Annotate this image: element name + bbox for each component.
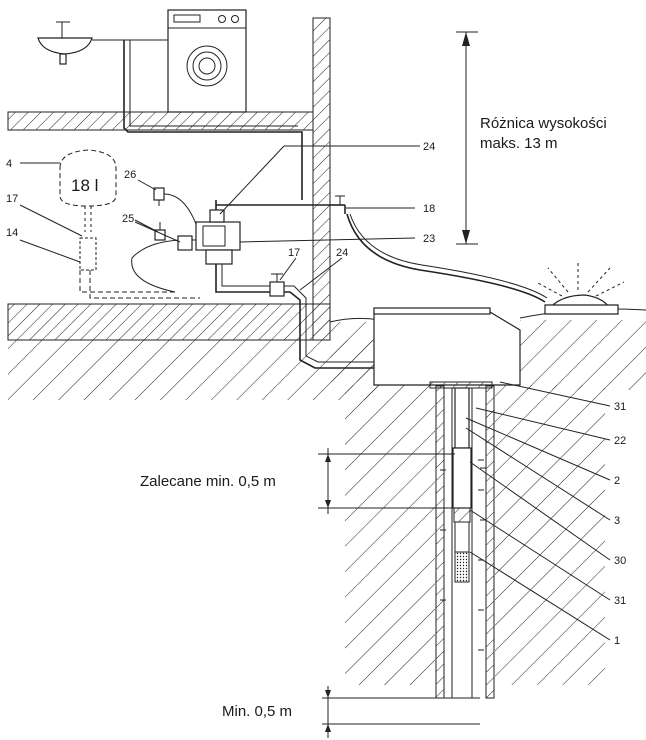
earth-hatch-left <box>8 340 380 400</box>
callout-22: 22 <box>614 435 626 447</box>
sprinkler-icon <box>535 262 625 315</box>
upper-floor-slab <box>7 111 314 131</box>
pump-unit-icon <box>195 205 241 265</box>
callout-17-upper: 17 <box>6 193 18 205</box>
callout-1: 1 <box>614 635 620 647</box>
callout-26: 26 <box>124 169 136 181</box>
height-difference-max-label: maks. 13 m <box>480 135 558 152</box>
ground-floor-slab <box>7 303 331 341</box>
tank-volume-label: 18 l <box>71 176 98 195</box>
callout-31-upper: 31 <box>614 401 626 413</box>
callout-30: 30 <box>614 555 626 567</box>
callout-31-lower: 31 <box>614 595 626 607</box>
callout-3: 3 <box>614 515 620 527</box>
pipe-upper-run <box>123 40 303 200</box>
recommended-min-label: Zalecane min. 0,5 m <box>140 473 276 490</box>
filter-25-icon <box>154 222 193 251</box>
callout-18: 18 <box>423 203 435 215</box>
part-26-icon <box>153 187 197 225</box>
garden-hose <box>346 213 546 303</box>
well-casing <box>435 385 495 699</box>
valve-17-lower-icon <box>269 273 285 297</box>
earth-hatch-right <box>520 320 646 390</box>
washing-machine-icon <box>167 9 247 113</box>
callout-leaders <box>19 145 611 641</box>
submersible-pump-icon <box>452 387 472 583</box>
recommended-dimension <box>318 448 455 514</box>
pressure-hose <box>131 239 197 293</box>
well-housing <box>373 307 521 389</box>
washbasin-icon <box>37 21 170 65</box>
callout-25: 25 <box>122 213 134 225</box>
earth-hatch-well-left <box>345 385 435 685</box>
callout-23: 23 <box>423 233 435 245</box>
earth-hatch-mid <box>330 322 380 382</box>
ground-surface-left <box>329 317 381 323</box>
pressure-tank-icon: 18 l <box>59 149 200 299</box>
building-wall <box>312 17 331 341</box>
height-difference-label: Różnica wysokości <box>480 115 607 132</box>
min-dimension <box>322 686 480 738</box>
pipe-to-tap <box>215 200 330 206</box>
height-dimension <box>456 31 478 245</box>
earth-hatch-well-right <box>495 385 605 685</box>
callout-4: 4 <box>6 158 12 170</box>
callout-14: 14 <box>6 227 18 239</box>
callout-24-lower: 24 <box>336 247 348 259</box>
tap-18-icon <box>330 195 346 214</box>
min-label: Min. 0,5 m <box>222 703 292 720</box>
callout-24-upper: 24 <box>423 141 435 153</box>
callout-17-lower: 17 <box>288 247 300 259</box>
callout-2: 2 <box>614 475 620 487</box>
